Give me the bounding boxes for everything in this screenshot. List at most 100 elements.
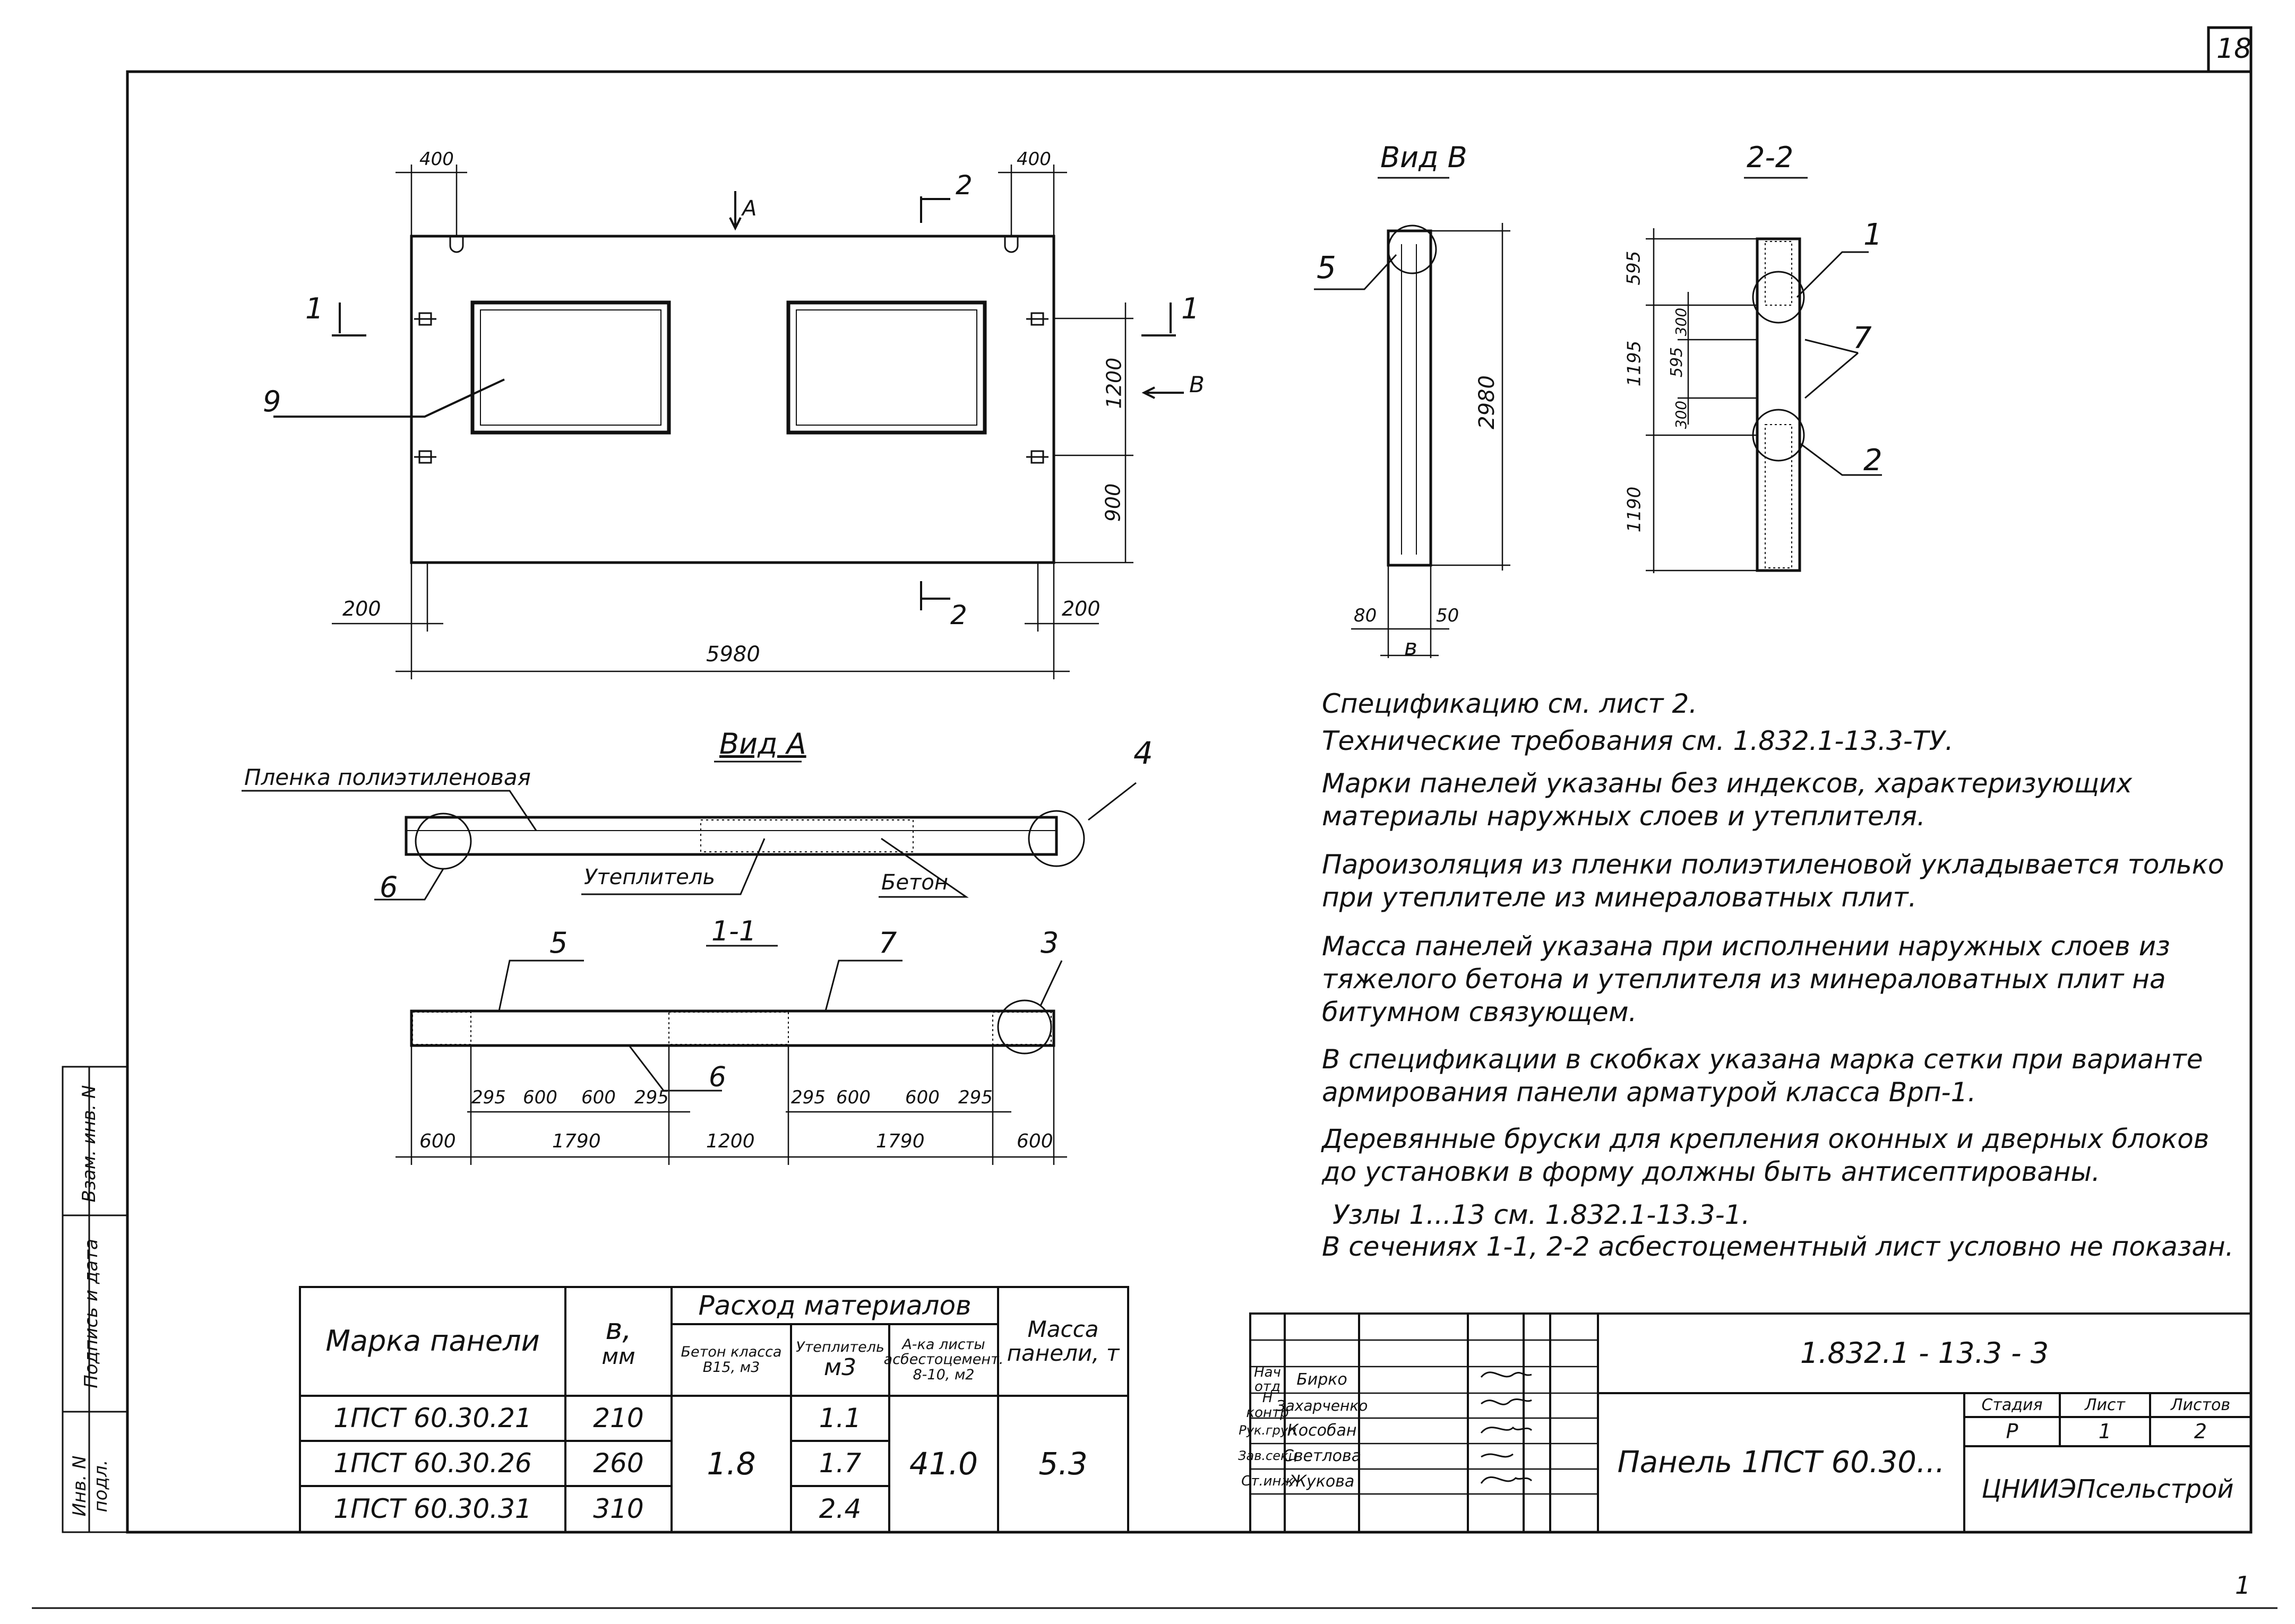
leader-6 xyxy=(374,868,444,901)
spec-header-mass: Масса панели, т xyxy=(1007,1316,1120,1366)
sheet-value: 1 xyxy=(2098,1419,2112,1443)
spec-asbestos-value: 41.0 xyxy=(909,1446,978,1482)
view-a-concrete-label: Бетон xyxy=(881,870,948,895)
dim-295: 295 xyxy=(471,1087,506,1108)
spec-header-b: в, мм xyxy=(565,1287,672,1396)
dim-600: 600 xyxy=(836,1087,871,1108)
label-arrow-b: B xyxy=(1189,372,1205,398)
section-2-2-panel xyxy=(1756,237,1801,572)
view-b-dim-b: в xyxy=(1404,634,1417,660)
window-opening-left-inner xyxy=(480,309,661,426)
view-a-insulation-hatch xyxy=(700,819,914,852)
callout-6: 6 xyxy=(380,870,398,904)
section-1-1-title: 1-1 xyxy=(711,915,757,947)
note-nodes: Узлы 1...13 см. 1.832.1-13.3-1. xyxy=(1333,1199,1750,1230)
spec-row-insulation: 1.7 xyxy=(819,1448,862,1479)
label-section-2-bottom: 2 xyxy=(950,600,967,630)
section-2-2-dim-1190: 1190 xyxy=(1623,486,1645,533)
note-mesh: В спецификации в скобках указана марка с… xyxy=(1322,1044,2203,1108)
note-marks: Марки панелей указаны без индексов, хара… xyxy=(1322,768,2133,832)
window-opening-left xyxy=(470,300,671,435)
node-circle-3 xyxy=(997,999,1052,1055)
label-section-1-right: 1 xyxy=(1181,292,1200,325)
strip-label-inv: Инв. N подл. xyxy=(69,1455,111,1517)
section-2-2-dim-595-mid: 595 xyxy=(1667,347,1687,378)
lifting-loop xyxy=(1004,236,1019,253)
signature-scribble xyxy=(1481,1453,1514,1458)
signature-role: Нач отд xyxy=(1254,1364,1281,1395)
dim-400-right: 400 xyxy=(1017,149,1051,170)
spec-header-insulation-unit: м3 xyxy=(823,1353,857,1381)
panel-elevation xyxy=(410,235,1055,564)
spec-row-b: 310 xyxy=(593,1493,644,1525)
spec-row-insulation: 2.4 xyxy=(819,1493,862,1525)
note-tech-req: Технические требования см. 1.832.1-13.3-… xyxy=(1322,725,1954,756)
section-1-1-insul-mid xyxy=(668,1012,789,1045)
view-b-title: Вид В xyxy=(1380,141,1467,174)
signature-role: Ст.инж xyxy=(1241,1473,1294,1489)
section-2-2-dim-1195: 1195 xyxy=(1623,340,1645,387)
spec-header-insulation-label: Утеплитель xyxy=(796,1339,884,1356)
signature-scribble xyxy=(1480,1426,1533,1434)
dim-200-left: 200 xyxy=(342,597,381,620)
signature-name: Захарченко xyxy=(1276,1396,1368,1414)
node-circle-6 xyxy=(415,813,472,870)
section-2-2-dim-300-bottom: 300 xyxy=(1672,400,1690,429)
node-circle-5 xyxy=(1387,224,1437,274)
node-circle-1 xyxy=(1752,271,1805,324)
section-2-2-dim-595-top: 595 xyxy=(1623,250,1645,286)
sheet-frame xyxy=(126,70,2253,1534)
note-spec-ref: Спецификацию см. лист 2. xyxy=(1322,688,1698,719)
dim-200-right: 200 xyxy=(1062,597,1101,620)
section-2-2-dim-300-top: 300 xyxy=(1672,307,1690,336)
label-section-2-top: 2 xyxy=(956,170,973,201)
signature-scribble xyxy=(1481,1398,1532,1405)
note-mass: Масса панелей указана при исполнении нар… xyxy=(1322,931,2170,1027)
title-block-frame xyxy=(1249,1312,2252,1533)
signature-scribble xyxy=(1480,1476,1533,1484)
dim-600: 600 xyxy=(905,1087,940,1108)
signature-scribble xyxy=(1480,1371,1532,1378)
spec-concrete-value: 1.8 xyxy=(707,1446,756,1482)
signature-role: Н контр xyxy=(1246,1390,1289,1421)
view-b-callout-5: 5 xyxy=(1317,249,1336,286)
note-asbestos: В сечениях 1-1, 2-2 асбестоцементный лис… xyxy=(1322,1231,2234,1262)
arrow-b-head xyxy=(1141,386,1155,399)
label-section-1-left: 1 xyxy=(305,292,324,325)
left-strip xyxy=(62,1066,128,1533)
section-1-1-insul-right xyxy=(992,1012,1052,1045)
label-arrow-a: A xyxy=(742,196,757,221)
strip-label-replace: Взам. инв. N xyxy=(79,1085,100,1203)
node-circle-2 xyxy=(1752,409,1805,462)
spec-row-b: 260 xyxy=(593,1448,644,1479)
section-2-2-callout-7: 7 xyxy=(1853,321,1872,356)
spec-row-insulation: 1.1 xyxy=(819,1403,862,1434)
section-2-2-insul-bottom xyxy=(1765,424,1792,568)
spec-header-b-unit: мм xyxy=(601,1343,635,1369)
drawing-title: Панель 1ПСТ 60.30... xyxy=(1617,1445,1945,1480)
spec-header-insulation: Утеплитель м3 xyxy=(791,1324,889,1396)
spec-header-concrete: Бетон класса В15, м3 xyxy=(681,1344,782,1376)
view-b-dim-50: 50 xyxy=(1436,605,1459,626)
callout-9: 9 xyxy=(263,385,281,418)
organization: ЦНИИЭПсельстрой xyxy=(1981,1474,2234,1504)
view-b-dim-80: 80 xyxy=(1354,605,1377,626)
spec-mass-value: 5.3 xyxy=(1038,1446,1088,1482)
spec-table-frame xyxy=(299,1286,1129,1533)
strip-label-signature: Подпись и дата xyxy=(81,1239,102,1388)
section-1-1-callout-3: 3 xyxy=(1041,926,1059,960)
signature-name: Жукова xyxy=(1289,1472,1355,1491)
spec-header-asbestos: А-ка листы асбестоцемент. 8-10, м2 xyxy=(883,1336,1004,1383)
leader-7-section xyxy=(824,960,902,1012)
dim-295: 295 xyxy=(634,1087,669,1108)
section-1-1-callout-6: 6 xyxy=(709,1061,727,1093)
dim-1790-right: 1790 xyxy=(876,1130,925,1152)
section-1-1-insul-left xyxy=(412,1012,471,1045)
section-2-2-callout-1: 1 xyxy=(1863,218,1883,252)
leader-concrete xyxy=(879,837,969,898)
bottom-right-mark: 1 xyxy=(2235,1571,2251,1600)
section-1-1-panel xyxy=(410,1009,1055,1047)
node-circle-4 xyxy=(1028,810,1085,867)
view-a-film-label: Пленка полиэтиленовая xyxy=(244,764,531,790)
dim-600: 600 xyxy=(523,1087,557,1108)
